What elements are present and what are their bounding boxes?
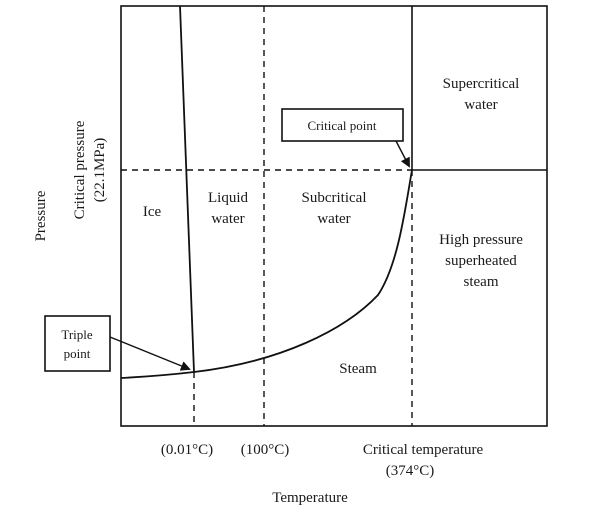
liquid-water-label-line2: water <box>211 211 244 227</box>
triple-point-label-line2: point <box>64 346 91 361</box>
critical-point-arrow <box>395 140 410 168</box>
triple-point-label-line1: Triple <box>61 327 93 342</box>
boiling-point-temperature-label: (100°C) <box>241 442 290 458</box>
triple-point-box <box>44 315 111 372</box>
critical-pressure-label-line1: Critical pressure <box>72 120 88 219</box>
steam-label: Steam <box>339 361 377 377</box>
liquid-water-label-line1: Liquid <box>208 190 248 206</box>
vaporization-curve <box>193 169 413 373</box>
superheated-steam-label-line3: steam <box>464 274 499 290</box>
critical-temperature-label-line2: (374°C) <box>386 463 435 479</box>
y-axis-label: Pressure <box>33 190 49 241</box>
ice-label: Ice <box>143 204 162 220</box>
supercritical-water-label-line2: water <box>464 97 497 113</box>
critical-pressure-label-line2: (22.1MPa) <box>92 138 108 203</box>
superheated-steam-label-line1: High pressure <box>439 232 523 248</box>
triple-point-temperature-label: (0.01°C) <box>161 442 213 458</box>
critical-point-box <box>281 108 404 142</box>
subcritical-water-label-line2: water <box>317 211 350 227</box>
melting-curve <box>179 5 195 373</box>
supercritical-water-label-line1: Supercritical <box>443 76 520 92</box>
critical-temperature-label-line1: Critical temperature <box>363 442 484 458</box>
superheated-steam-label-line2: superheated <box>445 253 517 269</box>
subcritical-water-label-line1: Subcritical <box>302 190 367 206</box>
x-axis-label: Temperature <box>272 490 348 506</box>
critical-point-label: Critical point <box>308 118 377 133</box>
plot-frame <box>120 5 548 427</box>
sublimation-curve <box>120 371 195 379</box>
triple-point-arrow <box>109 336 191 371</box>
